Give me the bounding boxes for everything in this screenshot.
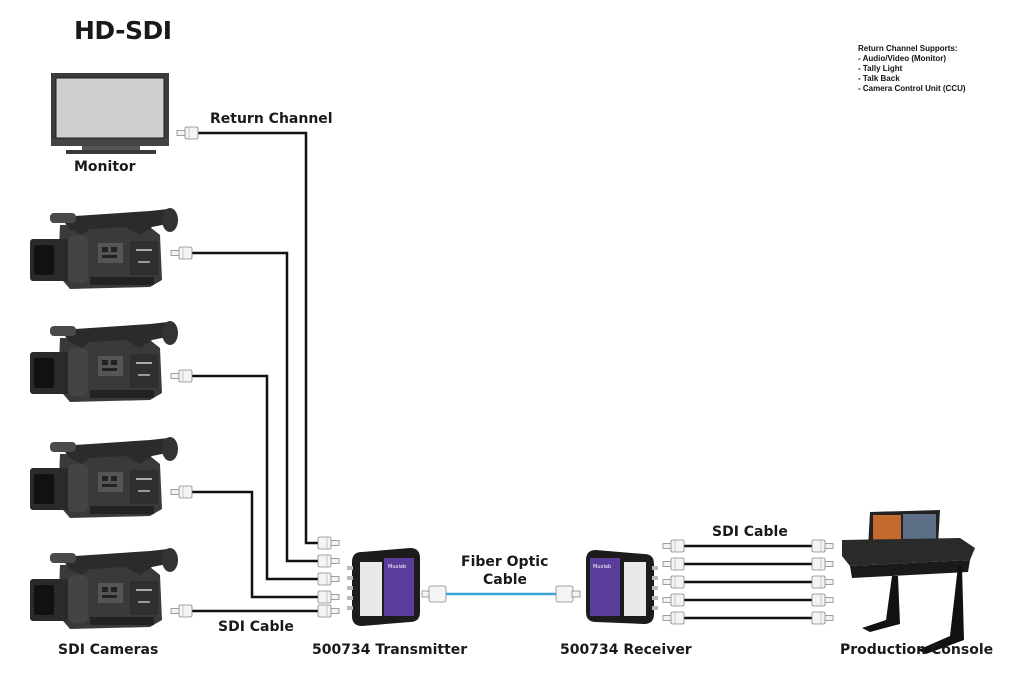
connector-icon — [176, 126, 199, 140]
transmitter-brand: Muxlab — [388, 564, 406, 570]
notes-item: - Tally Light — [858, 64, 903, 73]
camera-cable — [192, 490, 318, 599]
connector-icon — [662, 539, 685, 553]
connector-icon — [170, 485, 193, 499]
camera-cable — [192, 374, 318, 581]
return-channel-cable — [198, 131, 318, 545]
connector-icon — [662, 575, 685, 589]
connector-icon — [811, 557, 834, 571]
connector-icon — [317, 554, 340, 568]
fiber-connector-icon — [555, 585, 581, 603]
receiver-brand: Muxlab — [593, 564, 611, 570]
receiver-label: 500734 Receiver — [560, 642, 692, 658]
connector-icon — [662, 593, 685, 607]
camera-cable — [192, 251, 318, 563]
sdi-cable-label: SDI Cable — [218, 619, 294, 635]
transmitter-device: Muxlab — [347, 548, 420, 626]
connector-icon — [317, 572, 340, 586]
connector-icon — [170, 369, 193, 383]
receiver-device: Muxlab — [586, 550, 658, 624]
production-console-label: Production Console — [840, 642, 993, 658]
connector-icon — [317, 604, 340, 618]
production-console-icon — [842, 510, 975, 654]
camera-icon — [30, 437, 178, 518]
transmitter-label: 500734 Transmitter — [312, 642, 467, 658]
return-channel-notes: Return Channel Supports: - Audio/Video (… — [858, 44, 966, 94]
fiber-label-line2: Cable — [483, 572, 527, 588]
connector-icon — [811, 611, 834, 625]
sdi-cable-label: SDI Cable — [712, 524, 788, 540]
connector-icon — [662, 611, 685, 625]
connector-icon — [811, 593, 834, 607]
camera-icon — [30, 548, 178, 629]
notes-heading: Return Channel Supports: — [858, 44, 958, 53]
sdi-cameras-label: SDI Cameras — [58, 642, 158, 658]
connector-icon — [317, 536, 340, 550]
fiber-label-line1: Fiber Optic — [461, 554, 548, 570]
camera-icon — [30, 321, 178, 402]
connector-icon — [317, 590, 340, 604]
notes-item: - Talk Back — [858, 74, 900, 83]
connector-icon — [170, 604, 193, 618]
connector-icon — [170, 246, 193, 260]
monitor-label: Monitor — [74, 159, 136, 175]
monitor-icon — [51, 73, 169, 154]
fiber-connector-icon — [421, 585, 447, 603]
diagram-title: HD-SDI — [74, 16, 172, 45]
notes-item: - Audio/Video (Monitor) — [858, 54, 946, 63]
camera-icon — [30, 208, 178, 289]
return-channel-label: Return Channel — [210, 111, 333, 127]
connector-icon — [811, 575, 834, 589]
notes-item: - Camera Control Unit (CCU) — [858, 84, 966, 93]
connector-icon — [811, 539, 834, 553]
connector-icon — [662, 557, 685, 571]
